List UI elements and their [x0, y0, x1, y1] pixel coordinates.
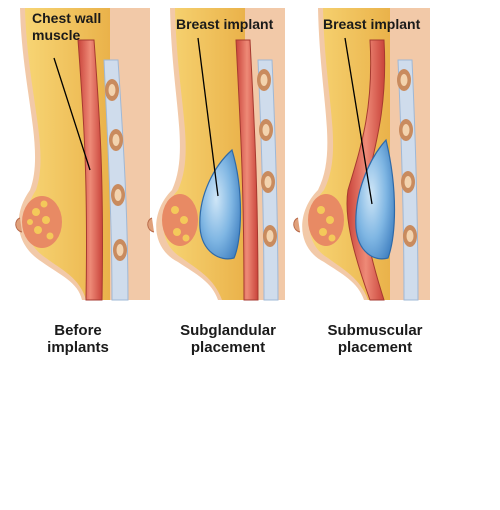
mammary-gland: [22, 196, 62, 248]
breast-implant: [199, 148, 242, 260]
caption-submuscular-line2: placement: [337, 339, 413, 356]
ribs: [397, 69, 417, 247]
ribs: [257, 69, 277, 247]
pointer-line-implant-1: [197, 37, 219, 197]
breast-implant-label-2: Breast implant: [323, 16, 421, 32]
pointer-line-implant-2: [344, 37, 373, 205]
ribs: [105, 79, 127, 261]
caption-before-line2: implants: [47, 339, 109, 356]
caption-subglandular-line2: placement: [190, 339, 266, 356]
panel-subglandular: [147, 8, 285, 301]
nipple: [293, 217, 301, 233]
panel-before-implants: [15, 8, 151, 301]
caption-subglandular-line1: Subglandular: [180, 322, 276, 339]
panel-submuscular: [293, 8, 430, 301]
chest-wall-muscle-label: Chest wall muscle: [32, 10, 101, 44]
mammary-gland: [162, 194, 198, 246]
nipple: [147, 217, 155, 233]
breast-implant-label-1: Breast implant: [176, 16, 274, 32]
chest-wall-muscle: [235, 39, 259, 301]
caption-subglandular: Subglandular placement: [168, 322, 288, 356]
mammary-gland: [308, 194, 344, 246]
chest-wall-muscle-label-line1: Chest wall: [32, 10, 102, 26]
chest-wall-muscle-label-line2: muscle: [32, 27, 81, 43]
breast-implant: [355, 138, 396, 260]
chest-wall-muscle: [77, 39, 104, 301]
nipple: [15, 217, 23, 233]
caption-before-implants: Before implants: [28, 322, 128, 356]
caption-submuscular: Submuscular placement: [315, 322, 435, 356]
caption-before-line1: Before: [54, 322, 102, 339]
caption-submuscular-line1: Submuscular: [327, 322, 423, 339]
pointer-line-chest-wall: [53, 57, 91, 171]
